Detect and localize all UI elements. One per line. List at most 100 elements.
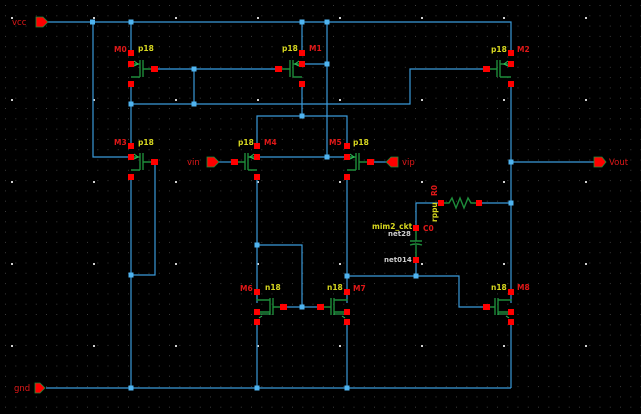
pin-source[interactable] <box>344 319 350 325</box>
grid-dot <box>87 314 88 315</box>
grid-dot <box>210 231 211 233</box>
grid-dot <box>333 159 334 161</box>
pin-drain[interactable] <box>254 174 260 180</box>
wire-vcc-rail[interactable] <box>46 21 512 52</box>
pin-bulk[interactable] <box>128 154 134 160</box>
wire-m3-gate-drain[interactable] <box>131 162 156 276</box>
grid-dot <box>486 231 488 233</box>
grid-dot <box>25 169 27 171</box>
pin-bulk[interactable] <box>344 309 350 315</box>
grid-dot <box>76 355 78 357</box>
wire-vcc-to-m3[interactable] <box>92 22 131 158</box>
pmos-m2[interactable]: M2 p18 <box>483 45 530 87</box>
pin-gate[interactable] <box>483 304 490 310</box>
pin-bulk[interactable] <box>254 309 260 315</box>
grid-dot <box>425 200 427 202</box>
pin-bulk[interactable] <box>128 61 134 67</box>
grid-dot <box>107 303 109 305</box>
grid-dot <box>353 375 355 377</box>
pin-source[interactable] <box>299 50 305 56</box>
pin-source[interactable] <box>254 319 260 325</box>
pin-gate[interactable] <box>483 66 490 72</box>
nmos-m6[interactable]: M6 n18 <box>240 283 287 325</box>
pmos-m0[interactable]: M0 p18 <box>114 44 158 87</box>
grid-dot <box>609 231 611 233</box>
grid-dot <box>230 128 232 130</box>
grid-dot <box>435 231 437 233</box>
nmos-m7[interactable]: M7 n18 <box>317 283 366 325</box>
pin-source[interactable] <box>128 50 134 56</box>
pin-drain[interactable] <box>344 174 350 180</box>
grid-dot <box>568 169 570 171</box>
port-vin[interactable]: vin <box>187 156 220 168</box>
pin-source[interactable] <box>254 143 260 149</box>
pin-gate[interactable] <box>367 159 374 165</box>
pmos-m3[interactable]: M3 p18 <box>114 138 158 180</box>
grid-dot <box>281 118 283 120</box>
grid-dot <box>25 66 27 68</box>
pin-drain[interactable] <box>254 289 260 295</box>
grid-dot <box>599 138 601 140</box>
grid-dot <box>138 334 140 336</box>
grid-dot <box>230 365 232 367</box>
pin-drain[interactable] <box>128 81 134 87</box>
pin-bulk[interactable] <box>508 61 514 67</box>
wire-mirror-node[interactable] <box>257 244 303 307</box>
pin-gate[interactable] <box>151 66 158 72</box>
grid-dot <box>56 221 58 223</box>
pin-bulk[interactable] <box>508 309 514 315</box>
grid-dot <box>630 293 632 295</box>
pin-bulk[interactable] <box>254 154 260 160</box>
grid-dot <box>353 108 355 109</box>
pin-plus[interactable] <box>438 200 444 206</box>
resistor-r0[interactable]: R0 rppu <box>430 185 482 222</box>
model-name: p18 <box>491 45 507 54</box>
pmos-m1[interactable]: M1 p18 <box>275 44 322 87</box>
wire-m2-gate[interactable] <box>131 68 487 105</box>
port-vcc[interactable]: vcc <box>12 16 49 28</box>
nmos-m8[interactable]: M8 n18 <box>483 283 530 325</box>
pin-plus[interactable] <box>413 225 419 231</box>
grid-dot <box>374 355 375 357</box>
grid-dot <box>56 293 58 295</box>
pin-gate[interactable] <box>317 304 324 310</box>
pin-source[interactable] <box>128 143 134 149</box>
pin-gate[interactable] <box>280 304 287 310</box>
pin-minus[interactable] <box>413 257 419 263</box>
port-vip[interactable]: vip <box>385 156 415 168</box>
pin-minus[interactable] <box>476 200 482 206</box>
grid-dot <box>620 231 621 233</box>
pin-drain[interactable] <box>508 81 514 87</box>
pmos-m5[interactable]: M5 p18 <box>329 138 374 180</box>
pin-gate[interactable] <box>231 159 238 165</box>
wire-cap-top[interactable] <box>415 202 441 228</box>
port-vout[interactable]: Vout <box>593 156 629 168</box>
pin-bulk[interactable] <box>344 154 350 160</box>
pin-gate[interactable] <box>151 159 158 165</box>
grid-dot <box>117 211 119 212</box>
grid-dot <box>507 108 509 109</box>
capacitor-c0[interactable]: C0 mim2_ckt <box>372 222 434 263</box>
grid-dot <box>76 221 78 223</box>
pin-drain[interactable] <box>128 174 134 180</box>
pin-drain[interactable] <box>344 289 350 295</box>
pmos-m4[interactable]: M4 p18 <box>231 138 277 180</box>
pin-bulk[interactable] <box>299 61 305 67</box>
grid-dot <box>302 128 304 130</box>
pin-gate[interactable] <box>275 66 282 72</box>
grid-dot <box>240 46 242 48</box>
grid-dot <box>599 35 601 37</box>
wire-first-stage-out[interactable] <box>347 275 487 308</box>
grid-dot <box>128 344 129 346</box>
pin-drain[interactable] <box>508 289 514 295</box>
pin-source[interactable] <box>344 143 350 149</box>
pin-drain[interactable] <box>299 81 305 87</box>
pin-source[interactable] <box>508 319 514 325</box>
grid-dot <box>281 159 283 161</box>
grid-dot <box>579 108 580 109</box>
pin-source[interactable] <box>508 50 514 56</box>
port-gnd[interactable]: gnd <box>14 382 46 394</box>
grid-dot <box>548 118 550 120</box>
grid-dot <box>302 262 304 264</box>
